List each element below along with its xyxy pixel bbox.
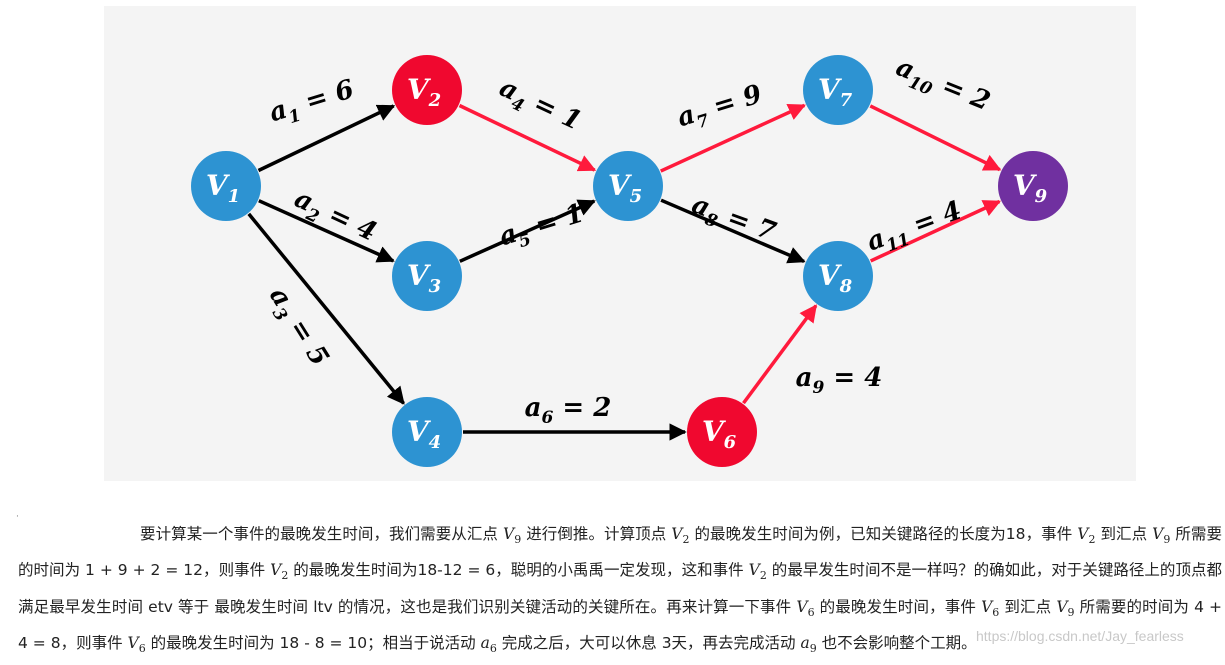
edge-arrow: [458, 103, 597, 172]
text-run: 的最晚发生时间为例，已知关键路径的长度为18，事件: [689, 524, 1078, 543]
node-v1: V1: [191, 151, 261, 221]
node-v5: V5: [593, 151, 663, 221]
aoe-network-diagram: a1 = 6a2 = 4a3 = 5a4 = 1a5 = 1a6 = 2a7 =…: [191, 52, 1068, 467]
edge-label-a4: a4 = 1: [493, 73, 586, 141]
node-v3: V3: [392, 241, 462, 311]
node-circle: [803, 241, 873, 311]
node-v7: V7: [803, 55, 873, 125]
math-symbol: V2: [1077, 524, 1096, 546]
text-run: 要计算某一个事件的最晚发生时间，我们需要从汇点: [140, 524, 503, 543]
edge-arrow: [247, 212, 405, 405]
node-label: V6: [702, 415, 737, 453]
text-run: 也不会影响整个工期。: [816, 634, 977, 653]
edge-v1-v4: a3 = 5: [247, 212, 405, 405]
watermark: https://blog.csdn.net/Jay_fearless: [976, 628, 1184, 644]
edge-label-a3: a3 = 5: [259, 282, 335, 374]
edge-v6-v8: a9 = 4: [742, 304, 883, 405]
edge-arrow: [660, 103, 806, 173]
explanation-paragraph: 要计算某一个事件的最晚发生时间，我们需要从汇点 V9 进行倒推。计算顶点 V2 …: [18, 519, 1222, 665]
edge-v1-v2: a1 = 6: [257, 74, 396, 173]
node-label: V5: [608, 169, 642, 207]
edge-arrow: [869, 199, 1001, 263]
text-run: 的最晚发生时间，事件: [814, 597, 982, 616]
edge-arrow: [258, 199, 395, 263]
node-circle: [392, 55, 462, 125]
edge-arrow: [459, 199, 596, 263]
edge-v8-v9: a11 = 4: [863, 196, 1001, 263]
node-v9: V9: [998, 151, 1068, 221]
text-run: 的最早发生时间不是一样吗？的确如此，对于关键路径上的顶点都满足最早发生时间 et…: [18, 561, 1222, 616]
math-symbol: V2: [671, 524, 690, 546]
math-symbol: a6: [480, 634, 497, 656]
edge-v4-v6: a6 = 2: [463, 393, 687, 441]
node-circle: [593, 151, 663, 221]
text-run: 进行倒推。计算顶点: [521, 524, 672, 543]
edge-v7-v9: a10 = 2: [869, 52, 1002, 172]
math-symbol: V6: [127, 634, 146, 656]
edge-label-a11: a11 = 4: [863, 196, 968, 263]
node-label: V7: [818, 73, 853, 111]
text-run: 到汇点: [999, 597, 1057, 616]
edge-v5-v7: a7 = 9: [660, 79, 806, 173]
edge-arrow: [257, 104, 396, 173]
math-symbol: V9: [503, 524, 522, 546]
node-label: V3: [407, 259, 441, 297]
node-label: V1: [206, 169, 240, 207]
text-run: 所需要的时间为 1 + 9 + 2 = 12，则事件: [18, 524, 1222, 580]
edges-layer: a1 = 6a2 = 4a3 = 5a4 = 1a5 = 1a6 = 2a7 =…: [247, 52, 1002, 441]
node-label: V9: [1013, 169, 1048, 207]
math-symbol: V6: [796, 597, 815, 619]
edge-label-a1: a1 = 6: [266, 74, 359, 133]
node-v8: V8: [803, 241, 873, 311]
edge-label-a6: a6 = 2: [525, 393, 612, 428]
node-v2: V2: [392, 55, 462, 125]
node-label: V8: [818, 259, 853, 297]
bullet-dot: ·: [16, 512, 19, 522]
edge-arrow: [869, 104, 1002, 172]
node-v6: V6: [687, 397, 757, 467]
math-symbol: V2: [270, 561, 289, 583]
node-circle: [392, 397, 462, 467]
node-label: V2: [407, 73, 441, 111]
text-run: 的最晚发生时间为 18 - 8 = 10；相当于说活动: [145, 634, 481, 653]
edge-v2-v5: a4 = 1: [458, 73, 597, 172]
math-symbol: V9: [1152, 524, 1171, 546]
text-run: 的最晚发生时间为18-12 = 6，聪明的小禹禹一定发现，这和事件: [288, 561, 749, 580]
node-circle: [803, 55, 873, 125]
text-run: 所需要的时间为 4 + 4 = 8，则事件: [18, 597, 1223, 653]
text-run: 完成之后，大可以休息 3天，再去完成活动: [496, 634, 801, 653]
math-symbol: a9: [800, 634, 817, 656]
node-circle: [687, 397, 757, 467]
node-circle: [392, 241, 462, 311]
node-v4: V4: [392, 397, 462, 467]
node-circle: [998, 151, 1068, 221]
edge-label-a5: a5 = 1: [496, 198, 589, 257]
edge-label-a10: a10 = 2: [890, 52, 994, 121]
edge-arrow: [742, 304, 818, 405]
edge-v3-v5: a5 = 1: [459, 198, 596, 263]
math-symbol: V2: [748, 561, 767, 583]
edge-label-a9: a9 = 4: [796, 363, 883, 398]
edge-label-a8: a8 = 7: [686, 190, 779, 253]
math-symbol: V9: [1056, 597, 1075, 619]
edge-v5-v8: a8 = 7: [660, 190, 806, 264]
math-symbol: V6: [981, 597, 1000, 619]
edge-arrow: [660, 198, 806, 264]
text-run: 到汇点: [1095, 524, 1153, 543]
node-label: V4: [407, 415, 441, 453]
node-circle: [191, 151, 261, 221]
